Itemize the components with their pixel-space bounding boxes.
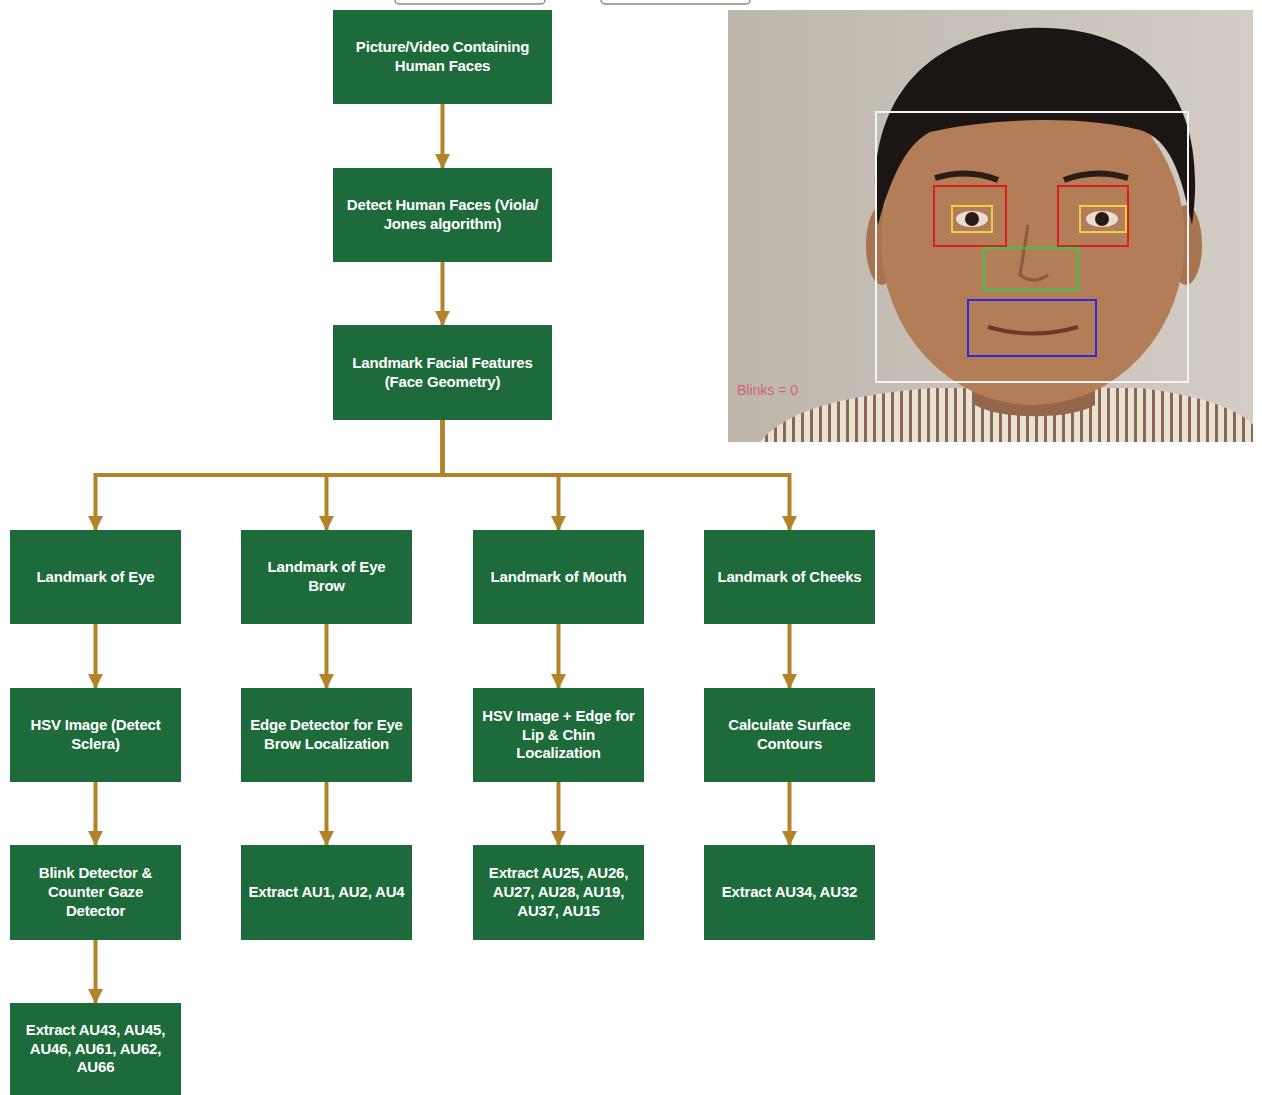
flow-arrow xyxy=(788,624,792,688)
process-box: Landmark of Eye xyxy=(10,530,181,624)
process-box: Detect Human Faces (Viola/ Jones algorit… xyxy=(333,168,552,262)
box-text: Landmark Facial Features (Face Geometry) xyxy=(340,354,545,392)
cut-box xyxy=(601,0,750,4)
process-box: Calculate Surface Contours xyxy=(704,688,875,782)
flow-arrow xyxy=(441,262,445,325)
flow-arrow xyxy=(94,940,98,1003)
box-text: Detect Human Faces (Viola/ Jones algorit… xyxy=(340,196,545,234)
process-box: Landmark of Mouth xyxy=(473,530,644,624)
process-box: Picture/Video Containing Human Faces xyxy=(333,10,552,104)
flow-arrow xyxy=(441,104,445,168)
overlay-label: Blinks = 0 xyxy=(737,382,798,398)
box-text: Blink Detector & Counter Gaze Detector xyxy=(17,864,174,920)
box-text: HSV Image + Edge for Lip & Chin Localiza… xyxy=(480,707,637,763)
flow-arrow xyxy=(325,782,329,845)
flow-arrow xyxy=(788,782,792,845)
process-box: Extract AU1, AU2, AU4 xyxy=(241,845,412,940)
flow-arrow xyxy=(94,782,98,845)
box-text: Extract AU43, AU45, AU46, AU61, AU62, AU… xyxy=(17,1021,174,1077)
photo xyxy=(728,10,1253,442)
box-text: HSV Image (Detect Sclera) xyxy=(17,716,174,754)
flow-arrow xyxy=(325,624,329,688)
box-text: Edge Detector for Eye Brow Localization xyxy=(248,716,405,754)
box-text: Landmark of Eye xyxy=(37,568,155,587)
flow-arrow xyxy=(96,420,443,530)
box-text: Landmark of Mouth xyxy=(491,568,627,587)
process-box: Landmark of Cheeks xyxy=(704,530,875,624)
box-text: Picture/Video Containing Human Faces xyxy=(340,38,545,76)
box-text: Landmark of Cheeks xyxy=(718,568,862,587)
process-box: Extract AU43, AU45, AU46, AU61, AU62, AU… xyxy=(10,1003,181,1095)
process-box: Landmark of Eye Brow xyxy=(241,530,412,624)
process-box: Edge Detector for Eye Brow Localization xyxy=(241,688,412,782)
process-box: Blink Detector & Counter Gaze Detector xyxy=(10,845,181,940)
flow-arrow xyxy=(327,420,443,530)
box-text: Calculate Surface Contours xyxy=(711,716,868,754)
process-box: Extract AU34, AU32 xyxy=(704,845,875,940)
box-text: Landmark of Eye Brow xyxy=(248,558,405,596)
box-text: Extract AU1, AU2, AU4 xyxy=(249,883,405,902)
flow-arrow xyxy=(557,782,561,845)
process-box: Landmark Facial Features (Face Geometry) xyxy=(333,325,552,420)
process-box: HSV Image (Detect Sclera) xyxy=(10,688,181,782)
process-box: Extract AU25, AU26, AU27, AU28, AU19, AU… xyxy=(473,845,644,940)
process-box: HSV Image + Edge for Lip & Chin Localiza… xyxy=(473,688,644,782)
box-text: Extract AU25, AU26, AU27, AU28, AU19, AU… xyxy=(480,864,637,920)
flow-arrow xyxy=(443,420,790,530)
cut-box xyxy=(395,0,545,4)
box-text: Extract AU34, AU32 xyxy=(722,883,857,902)
flow-arrow xyxy=(94,624,98,688)
flow-arrow xyxy=(557,624,561,688)
